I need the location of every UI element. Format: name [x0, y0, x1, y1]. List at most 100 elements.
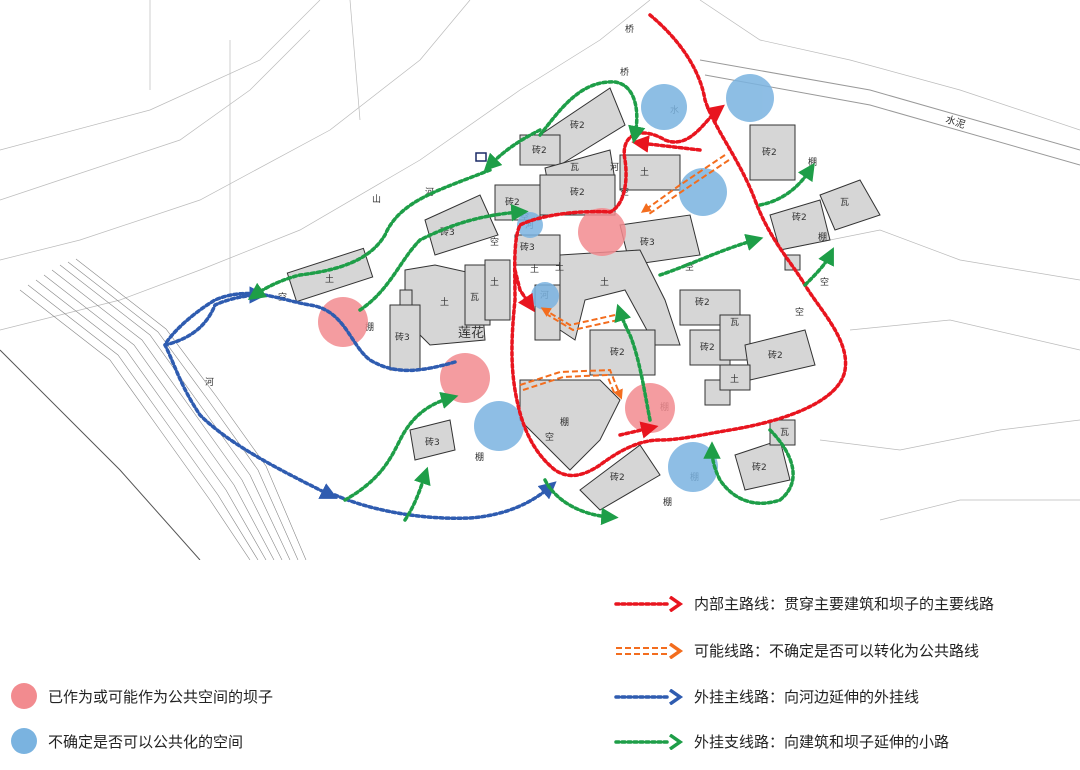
possible-route-2 [540, 307, 616, 327]
svg-text:瓦: 瓦 [470, 292, 479, 303]
legend-branch-external-text: 外挂支线路：向建筑和坝子延伸的小路 [694, 733, 950, 751]
courtyard-legend-dot [11, 683, 37, 709]
svg-text:棚: 棚 [560, 416, 569, 428]
main-external-routes [163, 286, 557, 521]
svg-text:砖2: 砖2 [570, 186, 585, 198]
branch-route-1 [538, 80, 646, 144]
legend-uncertain-public-text: 不确定是否可以公共化的空间 [48, 732, 244, 751]
possible-route-legend-line [616, 642, 684, 659]
branch-route-6 [403, 466, 431, 522]
svg-text:河: 河 [205, 376, 214, 388]
inner-route-segment-3 [513, 268, 535, 313]
courtyard-marker [318, 297, 368, 347]
inner-main-routes [510, 13, 848, 478]
inner-route-segment-2 [631, 135, 702, 153]
svg-text:砖2: 砖2 [752, 461, 767, 473]
svg-text:瓦: 瓦 [840, 197, 849, 208]
svg-text:砖2: 砖2 [762, 146, 777, 158]
legend-inner-route: 内部主路线：贯穿主要建筑和坝子的主要线路 [614, 593, 994, 614]
branch-route-7 [543, 478, 619, 526]
svg-text:棚: 棚 [818, 231, 827, 243]
svg-text:棚: 棚 [808, 156, 817, 168]
branch-route-3 [247, 168, 492, 301]
svg-text:砖2: 砖2 [768, 349, 783, 361]
courtyard-marker [578, 208, 626, 256]
branch-route-4 [358, 203, 529, 312]
svg-text:桥: 桥 [625, 23, 634, 35]
courtyard-marker [440, 353, 490, 403]
possible-routes [519, 154, 730, 400]
uncertain-legend-dot [11, 728, 37, 754]
svg-text:砖2: 砖2 [610, 471, 625, 483]
uncertain-space-markers [474, 74, 774, 492]
courtyard-public-markers [318, 208, 675, 433]
possible-route-3 [519, 368, 623, 400]
svg-text:砖2: 砖2 [700, 341, 715, 353]
road-name-label: 水泥 [944, 112, 967, 131]
river-contours [0, 258, 307, 560]
svg-text:棚: 棚 [663, 496, 672, 508]
legend-possible-route: 可能线路：不确定是否可以转化为公共路线 [614, 640, 979, 661]
uncertain-marker [531, 282, 559, 310]
svg-text:土: 土 [600, 276, 609, 288]
svg-text:空: 空 [795, 306, 804, 318]
legend-courtyard-public: 已作为或可能作为公共空间的坝子 [10, 682, 273, 710]
svg-text:土: 土 [555, 261, 564, 273]
svg-text:河: 河 [425, 186, 434, 198]
svg-text:桥: 桥 [620, 66, 629, 78]
svg-text:瓦: 瓦 [730, 317, 739, 328]
inner-route-outer-loop [510, 13, 848, 478]
buildings [286, 87, 881, 511]
svg-text:土: 土 [440, 296, 449, 308]
svg-text:砖2: 砖2 [505, 196, 520, 208]
svg-text:空: 空 [685, 261, 694, 273]
legend-possible-route-text: 可能线路：不确定是否可以转化为公共路线 [694, 642, 980, 660]
inner-route-segment-4 [618, 421, 659, 439]
svg-text:砖3: 砖3 [395, 331, 410, 343]
possible-route-1 [640, 154, 726, 213]
svg-text:土: 土 [490, 276, 499, 288]
svg-text:空: 空 [820, 276, 829, 288]
svg-text:瓦: 瓦 [780, 427, 789, 438]
legend-main-external-text: 外挂主线路：向河边延伸的外挂线 [694, 688, 920, 706]
uncertain-marker [474, 401, 524, 451]
svg-text:砖2: 砖2 [792, 211, 807, 223]
svg-text:砖2: 砖2 [695, 296, 710, 308]
svg-text:砖3: 砖3 [425, 436, 440, 448]
map-symbol [475, 152, 487, 162]
uncertain-marker [679, 168, 727, 216]
branch-route-9 [758, 162, 815, 207]
svg-text:砖3: 砖3 [520, 241, 535, 253]
svg-text:山: 山 [372, 194, 381, 205]
svg-text:瓦: 瓦 [570, 162, 579, 173]
legend-courtyard-public-text: 已作为或可能作为公共空间的坝子 [48, 687, 274, 706]
svg-text:空: 空 [545, 431, 554, 443]
branch-route-5 [343, 391, 459, 502]
svg-text:河: 河 [610, 161, 619, 173]
branch-route-11 [614, 303, 652, 422]
legend-uncertain-public: 不确定是否可以公共化的空间 [10, 727, 243, 755]
branch-route-2 [483, 128, 542, 172]
branch-external-legend-line [614, 733, 684, 750]
courtyard-marker [625, 383, 675, 433]
svg-text:棚: 棚 [365, 321, 374, 333]
svg-text:砖2: 砖2 [570, 119, 585, 131]
inner-route-legend-line [614, 595, 684, 612]
svg-text:土: 土 [530, 263, 539, 275]
uncertain-marker [726, 74, 774, 122]
svg-text:砖3: 砖3 [640, 236, 655, 248]
svg-text:土: 土 [325, 273, 334, 285]
legend-inner-route-text: 内部主路线：贯穿主要建筑和坝子的主要线路 [694, 595, 995, 613]
svg-text:砖2: 砖2 [610, 346, 625, 358]
svg-text:土: 土 [730, 373, 739, 385]
main-external-legend-line [614, 688, 684, 705]
legend-main-external: 外挂主线路：向河边延伸的外挂线 [614, 686, 919, 707]
branch-route-12 [703, 428, 795, 505]
branch-route-10 [803, 247, 834, 287]
branch-external-routes [247, 80, 834, 526]
uncertain-marker [641, 84, 687, 130]
village-name-label: 莲花 [458, 325, 484, 341]
main-external-route-2 [163, 286, 267, 347]
main-external-route-1 [163, 291, 457, 499]
branch-route-8 [658, 233, 764, 277]
